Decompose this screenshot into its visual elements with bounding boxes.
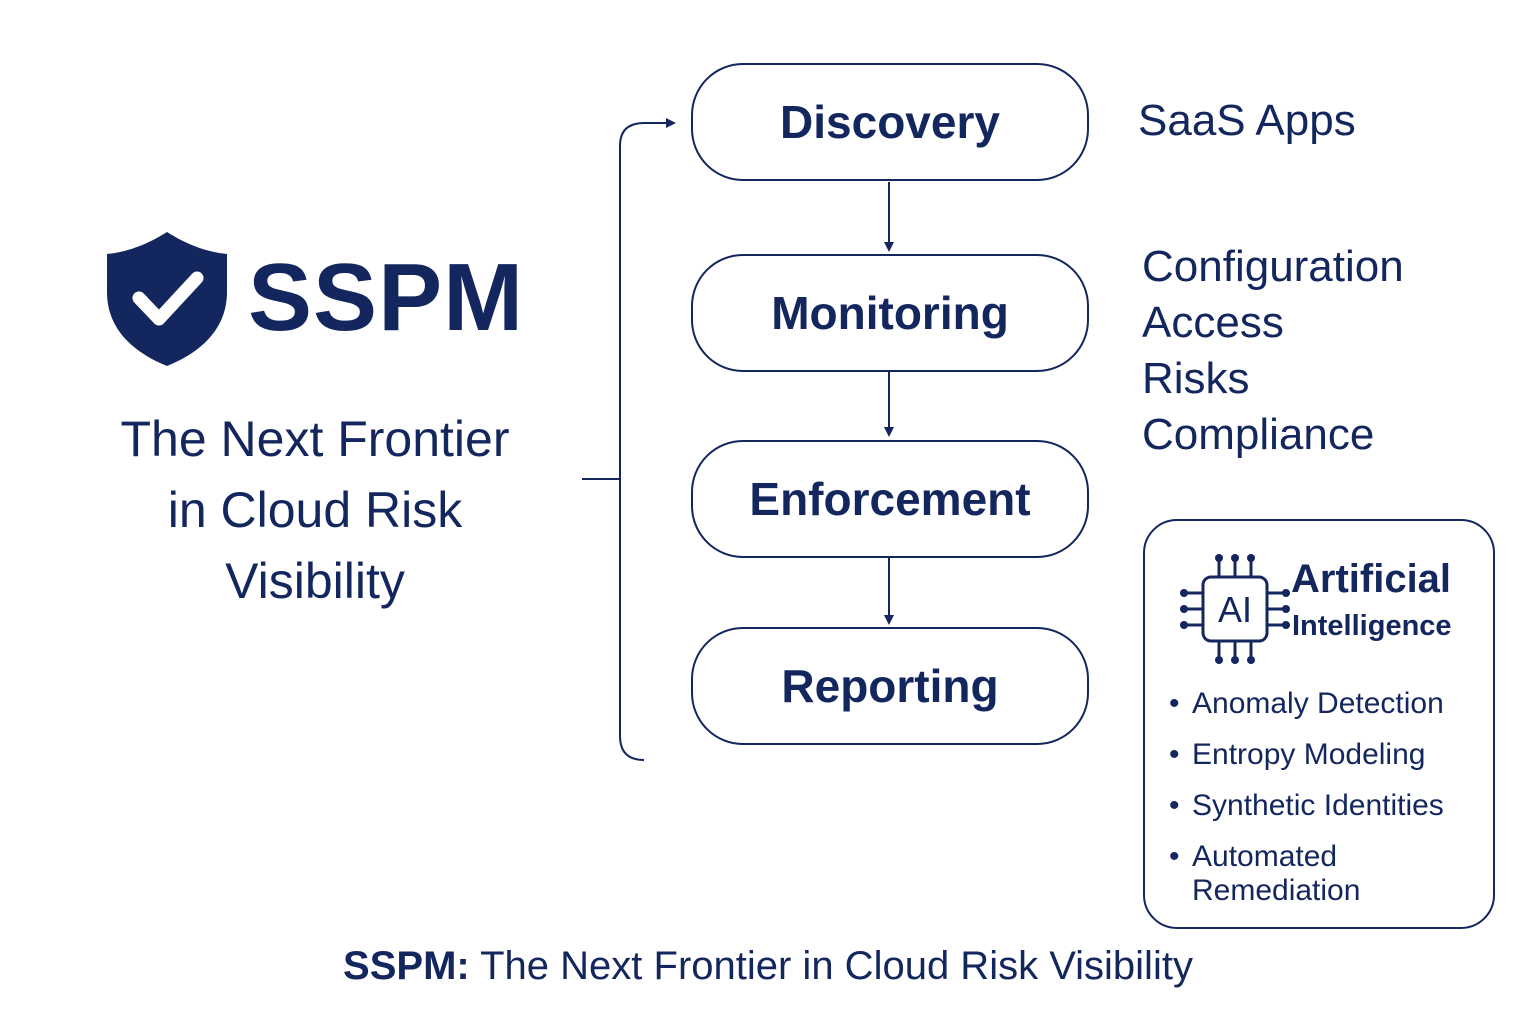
step-monitoring[interactable]: Monitoring [691,254,1089,372]
tagline-line: in Cloud Risk [167,482,463,538]
brand-logo: SSPM [104,228,524,368]
bullet-glyph: • [1169,789,1180,822]
ai-capability-label: Automated [1192,840,1338,873]
aspect-item: Configuration [1142,242,1404,291]
caption-rest: The Next Frontier in Cloud Risk Visibili… [469,944,1193,988]
step-discovery[interactable]: Discovery [691,63,1089,181]
ai-capabilities-list: • Anomaly Detection • Entropy Modeling •… [1167,687,1487,925]
brand-name: SSPM [248,244,525,351]
aspect-item: Risks [1142,354,1250,403]
ai-capability-item: • Entropy Modeling [1167,738,1487,772]
ai-title-line-1: Artificial [1291,557,1452,601]
tagline-line: Visibility [225,553,405,609]
step-enforcement[interactable]: Enforcement [691,440,1089,558]
bullet-glyph: • [1169,738,1180,771]
aspect-item: Compliance [1142,410,1375,459]
feedback-loop [582,118,676,761]
caption-bold: SSPM: [343,944,470,988]
bullet-glyph: • [1169,840,1180,873]
step-reporting[interactable]: Reporting [691,627,1089,745]
tagline-line: The Next Frontier [120,411,510,467]
ai-capability-item: • Anomaly Detection [1167,687,1487,721]
aspect-item: Access [1142,298,1284,347]
ai-capability-label: Remediation [1192,874,1361,907]
ai-card: AI Artificial Intelligence • Anomaly Det… [1143,519,1495,929]
ai-capability-label: Synthetic Identities [1192,789,1444,822]
ai-capability-label: Entropy Modeling [1192,738,1426,771]
shield-check-icon [107,232,227,366]
ai-capability-item: • Synthetic Identities [1167,789,1487,823]
ai-title-line-2: Intelligence [1292,610,1452,642]
brand-tagline: The Next Frontier in Cloud Risk Visibili… [80,404,550,617]
chip-label: AI [1218,589,1252,630]
ai-chip-icon: AI [1180,554,1290,664]
monitoring-aspects-list: Configuration Access Risks Compliance [1142,239,1404,463]
ai-capability-label: Anomaly Detection [1192,687,1444,720]
saas-apps-label: SaaS Apps [1138,96,1356,145]
bullet-glyph: • [1169,687,1180,720]
diagram-caption: SSPM: The Next Frontier in Cloud Risk Vi… [0,944,1536,989]
ai-capability-item: • Automated Remediation [1167,840,1487,908]
